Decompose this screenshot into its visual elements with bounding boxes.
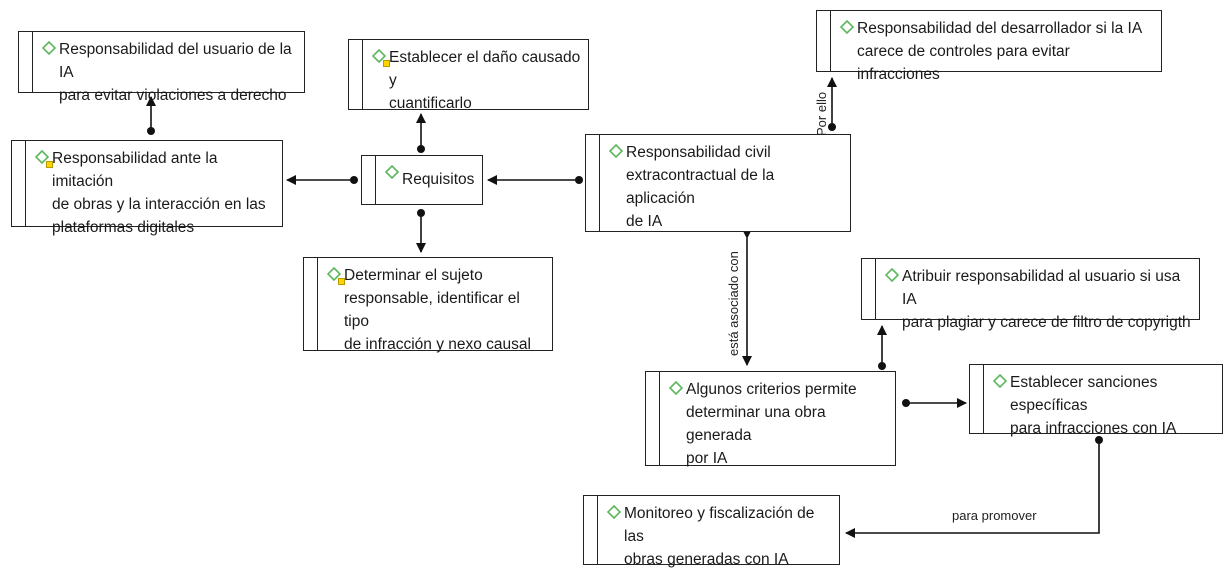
label-promover: para promover [952, 508, 1037, 523]
node-usuario-text: Responsabilidad del usuario de la IA par… [59, 41, 292, 104]
node-atribuir-text: Atribuir responsabilidad al usuario si u… [902, 268, 1191, 331]
dot-criterios-sanciones [902, 399, 910, 407]
node-sanciones-text: Establecer sanciones específicas para in… [1010, 374, 1177, 437]
dot-criterios-atribuir [878, 362, 886, 370]
diamond-icon [327, 267, 341, 281]
node-requisitos-text: Requisitos [402, 171, 475, 188]
node-monitoreo[interactable]: Monitoreo y fiscalización de las obras g… [583, 495, 840, 568]
node-central-text: Responsabilidad civil extracontractual d… [626, 144, 775, 230]
node-desarrollador-text: Responsabilidad del desarrollador si la … [857, 20, 1143, 83]
link-sanciones-monitoreo [845, 440, 1100, 538]
node-criterios-text: Algunos criterios permite determinar una… [686, 381, 857, 467]
node-imitacion[interactable]: Responsabilidad ante la imitación de obr… [11, 140, 283, 236]
diamond-icon [993, 374, 1007, 388]
diamond-icon [42, 41, 56, 55]
label-asociado: está asociado con [726, 251, 741, 356]
note-icon [383, 60, 390, 67]
diamond-icon [372, 49, 386, 63]
node-dano-text: Establecer el daño causado y cuantificar… [389, 49, 581, 112]
note-icon [46, 161, 53, 168]
diamond-icon [669, 381, 683, 395]
node-usuario[interactable]: Responsabilidad del usuario de la IA par… [18, 31, 305, 104]
node-requisitos[interactable]: Requisitos [361, 155, 483, 205]
diamond-icon [385, 165, 399, 179]
node-sujeto[interactable]: Determinar el sujeto responsable, identi… [303, 257, 553, 353]
node-monitoreo-text: Monitoreo y fiscalización de las obras g… [624, 505, 815, 568]
dot-central-desarrollador [828, 123, 836, 131]
dot-central-requisitos [575, 176, 583, 184]
node-imitacion-text: Responsabilidad ante la imitación de obr… [52, 150, 266, 236]
node-central[interactable]: Responsabilidad civil extracontractual d… [585, 134, 851, 232]
diamond-icon [840, 20, 854, 34]
diamond-icon [607, 505, 621, 519]
node-criterios[interactable]: Algunos criterios permite determinar una… [645, 371, 896, 467]
label-por-ello: Por ello [814, 91, 829, 136]
diamond-icon [35, 150, 49, 164]
node-dano[interactable]: Establecer el daño causado y cuantificar… [348, 39, 589, 112]
dot-requisitos-sujeto [417, 209, 425, 217]
dot-sanciones-monitoreo [1095, 436, 1103, 444]
dot-imitacion-usuario [147, 127, 155, 135]
dot-requisitos-dano [417, 145, 425, 153]
node-atribuir[interactable]: Atribuir responsabilidad al usuario si u… [861, 258, 1200, 331]
diamond-icon [885, 268, 899, 282]
note-icon [338, 278, 345, 285]
diamond-icon [609, 144, 623, 158]
node-desarrollador[interactable]: Responsabilidad del desarrollador si la … [816, 10, 1162, 83]
node-sujeto-text: Determinar el sujeto responsable, identi… [344, 267, 531, 353]
dot-requisitos-imitacion [350, 176, 358, 184]
node-sanciones[interactable]: Establecer sanciones específicas para in… [969, 364, 1223, 437]
